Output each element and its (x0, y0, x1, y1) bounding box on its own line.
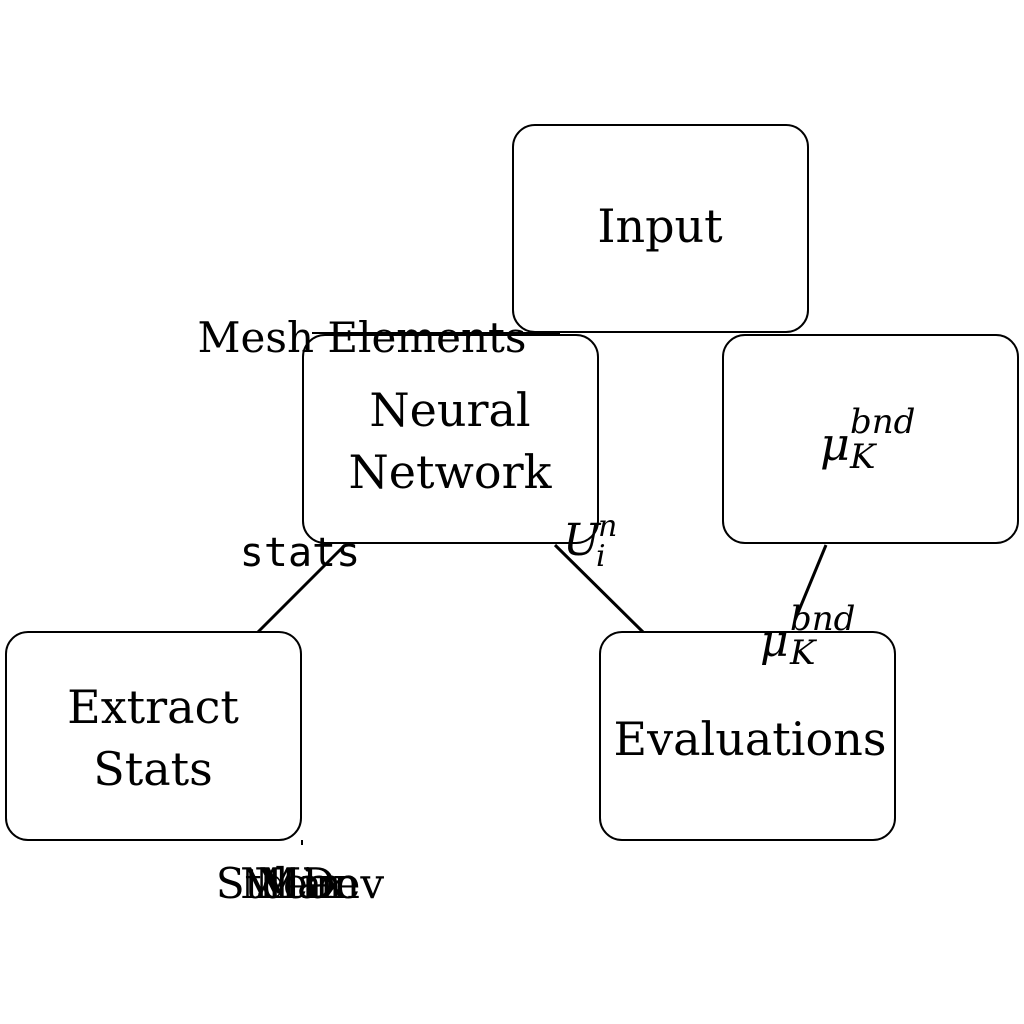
node-neural-network-line2: Network (349, 445, 553, 499)
node-neural-network-line1: Neural (369, 383, 530, 437)
edge-mu-to-evaluations (793, 544, 828, 621)
output-label-max: Max (254, 859, 346, 908)
edge-label-stats: stats (240, 530, 360, 576)
node-evaluations-label: Evaluations (614, 712, 887, 766)
output-labels: Std Dev Mean Min Max (216, 859, 384, 908)
output-label-std-dev: Std Dev (216, 859, 384, 908)
edge-label-mu-sub: K (789, 633, 818, 673)
output-label-mean: Mean (240, 859, 360, 908)
node-evaluations: Evaluations (599, 631, 896, 841)
node-extract-stats: Extract Stats (5, 631, 302, 841)
node-neural-network: Neural Network (302, 334, 599, 544)
node-mu-bnd: μ bnd K (722, 334, 1019, 544)
edge-label-u-sup: n (598, 509, 617, 544)
edge-label-mu-base: μ (760, 616, 789, 667)
node-mu-bnd-sub: K (849, 437, 878, 477)
edge-nn-to-extract-stats (256, 543, 347, 634)
edge-label-u-i-n: U n i (563, 509, 617, 574)
edge-nn-to-evaluations (553, 543, 645, 634)
edge-label-u-base: U (563, 515, 602, 566)
node-input-label: Input (597, 199, 723, 253)
output-label-min: Min (258, 859, 342, 908)
node-extract-stats-line1: Extract (67, 680, 239, 734)
node-mu-bnd-base: μ (820, 417, 850, 471)
node-mu-bnd-sup: bnd (850, 402, 915, 442)
edge-label-mu-sup: bnd (790, 599, 855, 639)
node-extract-stats-line2: Stats (93, 742, 213, 796)
edge-label-u-sub: i (596, 539, 606, 574)
edge-label-mu-bnd: μ bnd K (760, 599, 855, 673)
edge-label-mesh-elements: Mesh Elements (198, 313, 527, 362)
node-input: Input (512, 124, 809, 333)
